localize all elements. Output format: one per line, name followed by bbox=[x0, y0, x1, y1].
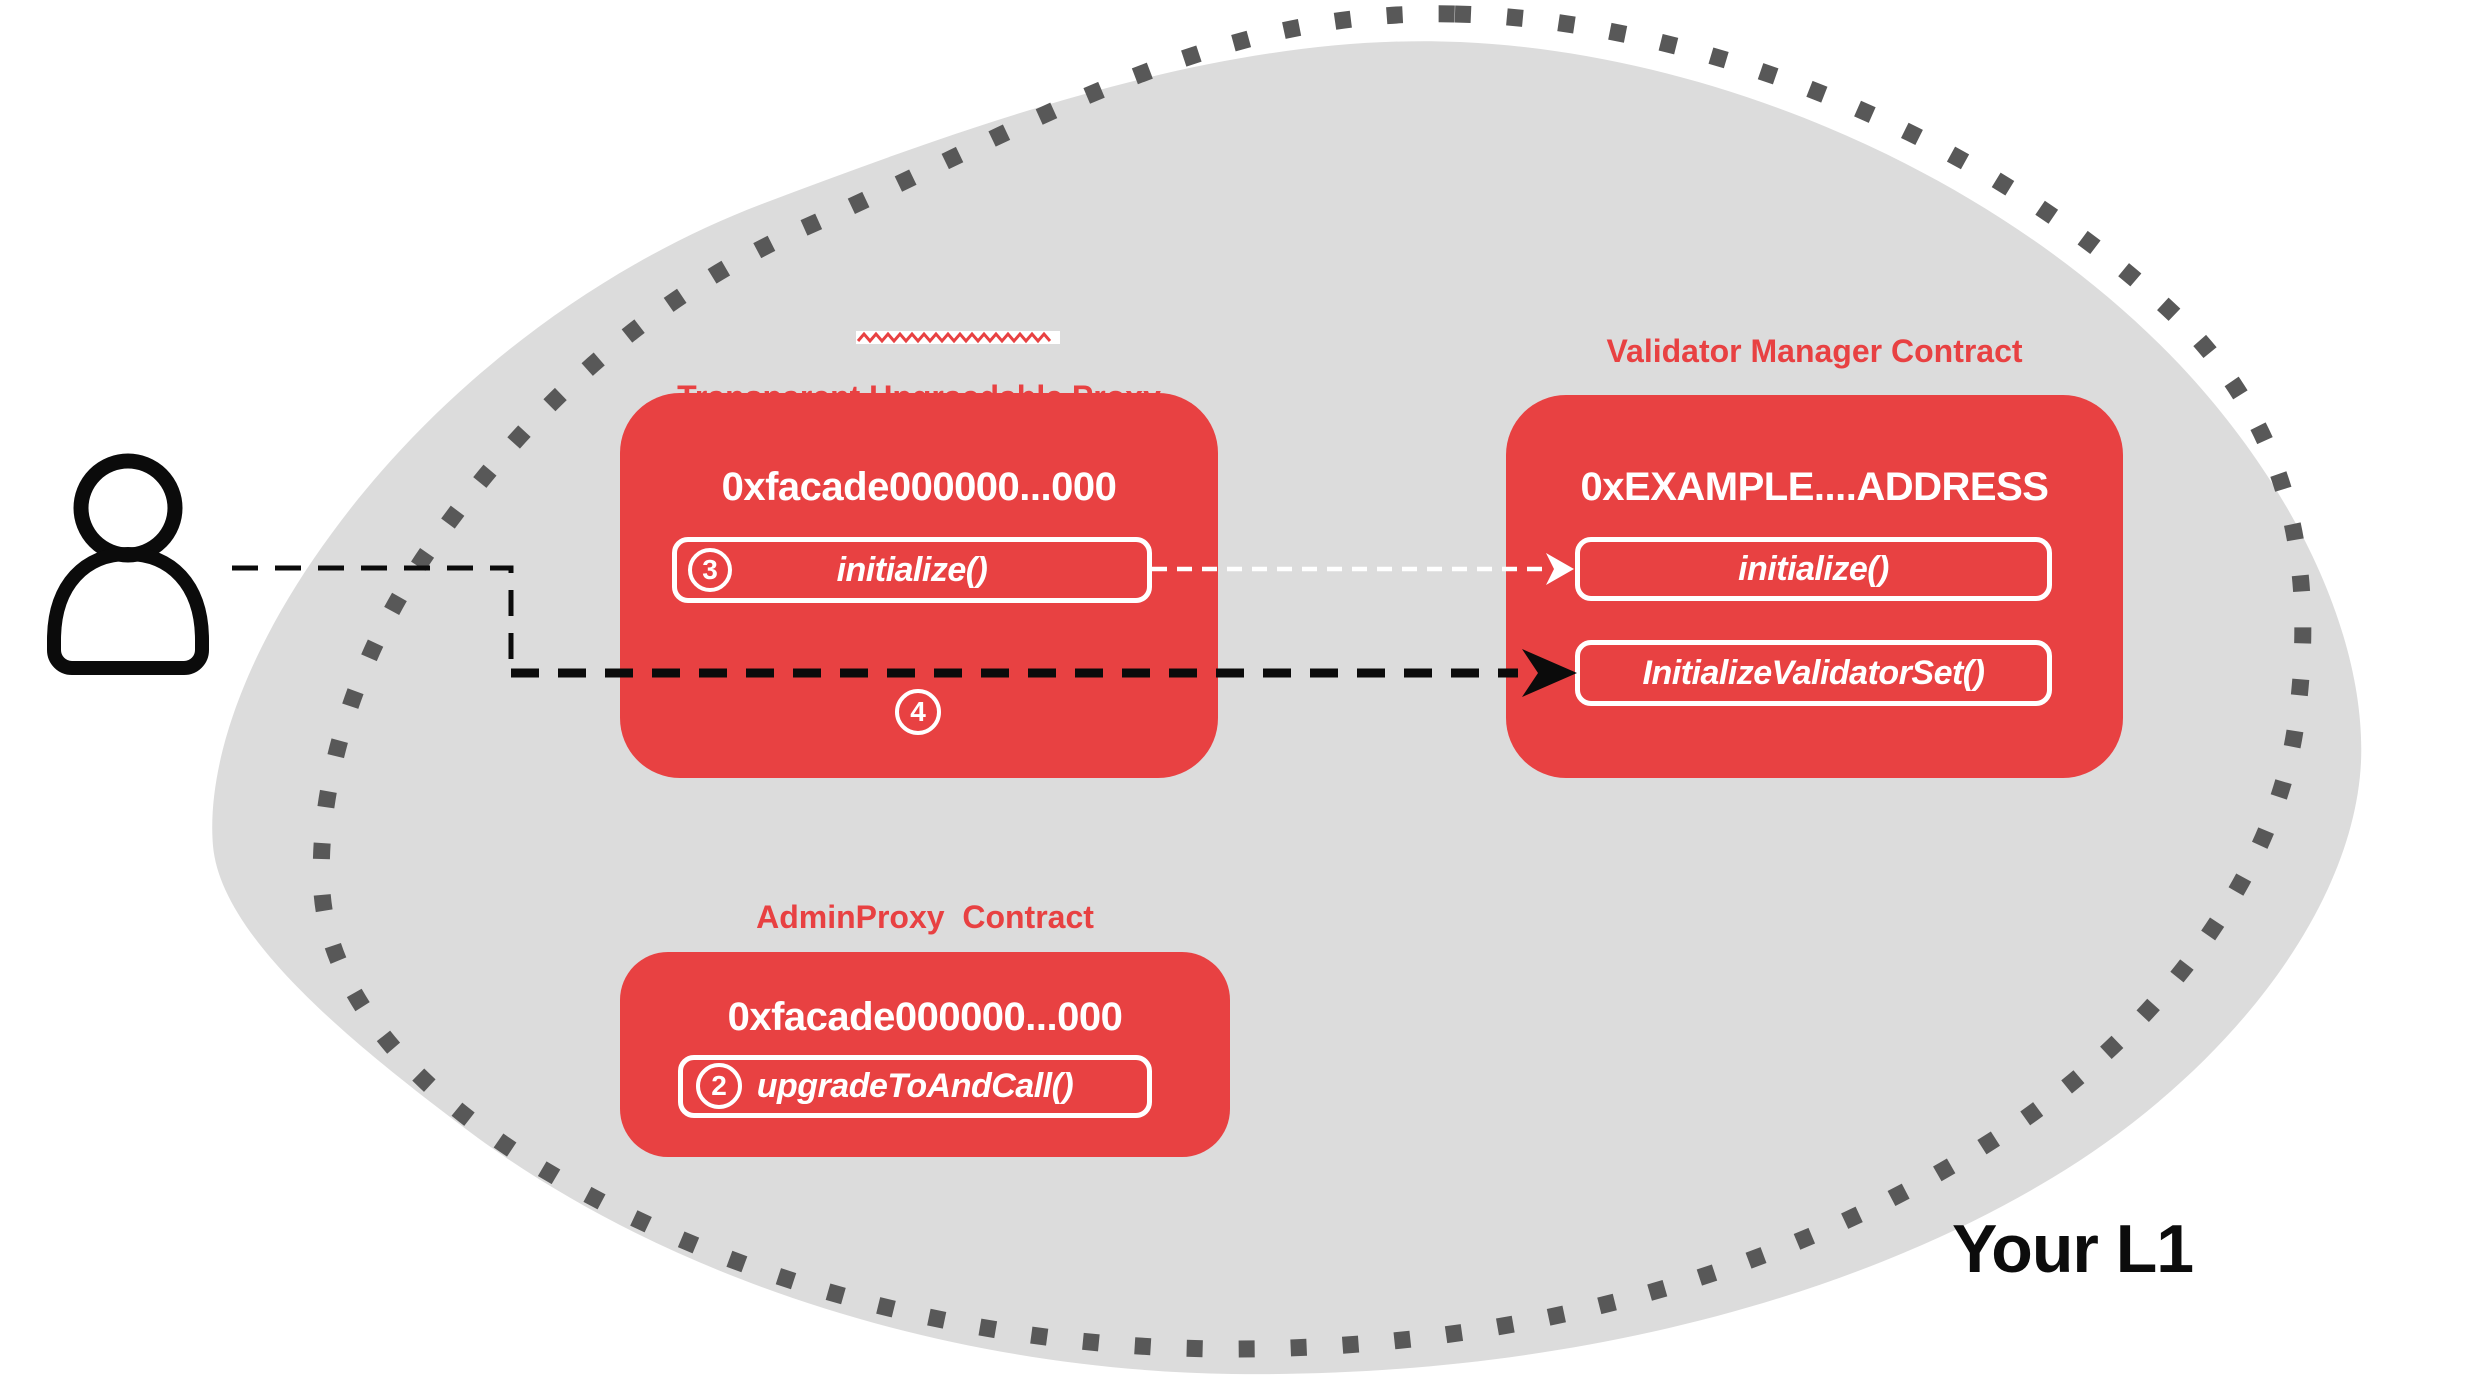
validator-initialize-validator-set-label: InitializeValidatorSet() bbox=[1642, 653, 1985, 692]
upgrade-to-and-call-label: upgradeToAndCall() bbox=[756, 1067, 1074, 1105]
validator-manager-box bbox=[1506, 395, 2123, 778]
step-2-badge: 2 bbox=[696, 1063, 742, 1109]
upgrade-to-and-call-button: upgradeToAndCall() bbox=[678, 1055, 1152, 1118]
step-3-number: 3 bbox=[702, 554, 718, 585]
validator-initialize-label: initialize() bbox=[1738, 549, 1889, 588]
validator-manager-label: Validator Manager Contract bbox=[1606, 333, 2023, 369]
proxy-initialize-button: initialize() bbox=[672, 537, 1152, 603]
proxy-initialize-label: initialize() bbox=[836, 550, 988, 589]
step-4-number: 4 bbox=[910, 696, 926, 727]
step-2-number: 2 bbox=[711, 1070, 727, 1101]
person-icon bbox=[47, 453, 209, 675]
admin-proxy-address: 0xfacade000000...000 bbox=[727, 995, 1123, 1039]
validator-initialize-validator-set-button: InitializeValidatorSet() bbox=[1575, 640, 2052, 706]
step-3-badge: 3 bbox=[688, 548, 732, 592]
admin-proxy-box bbox=[620, 952, 1230, 1157]
your-l1-title: Your L1 bbox=[1952, 1211, 2194, 1287]
validator-initialize-button: initialize() bbox=[1575, 537, 2052, 601]
admin-proxy-label: AdminProxy Contract bbox=[756, 899, 1094, 935]
proxy-contract-address: 0xfacade000000...000 bbox=[721, 465, 1117, 509]
step-4-badge: 4 bbox=[895, 689, 941, 735]
validator-manager-address: 0xEXAMPLE....ADDRESS bbox=[1580, 465, 2049, 509]
user-to-proxy-dashed-connector bbox=[232, 565, 514, 670]
